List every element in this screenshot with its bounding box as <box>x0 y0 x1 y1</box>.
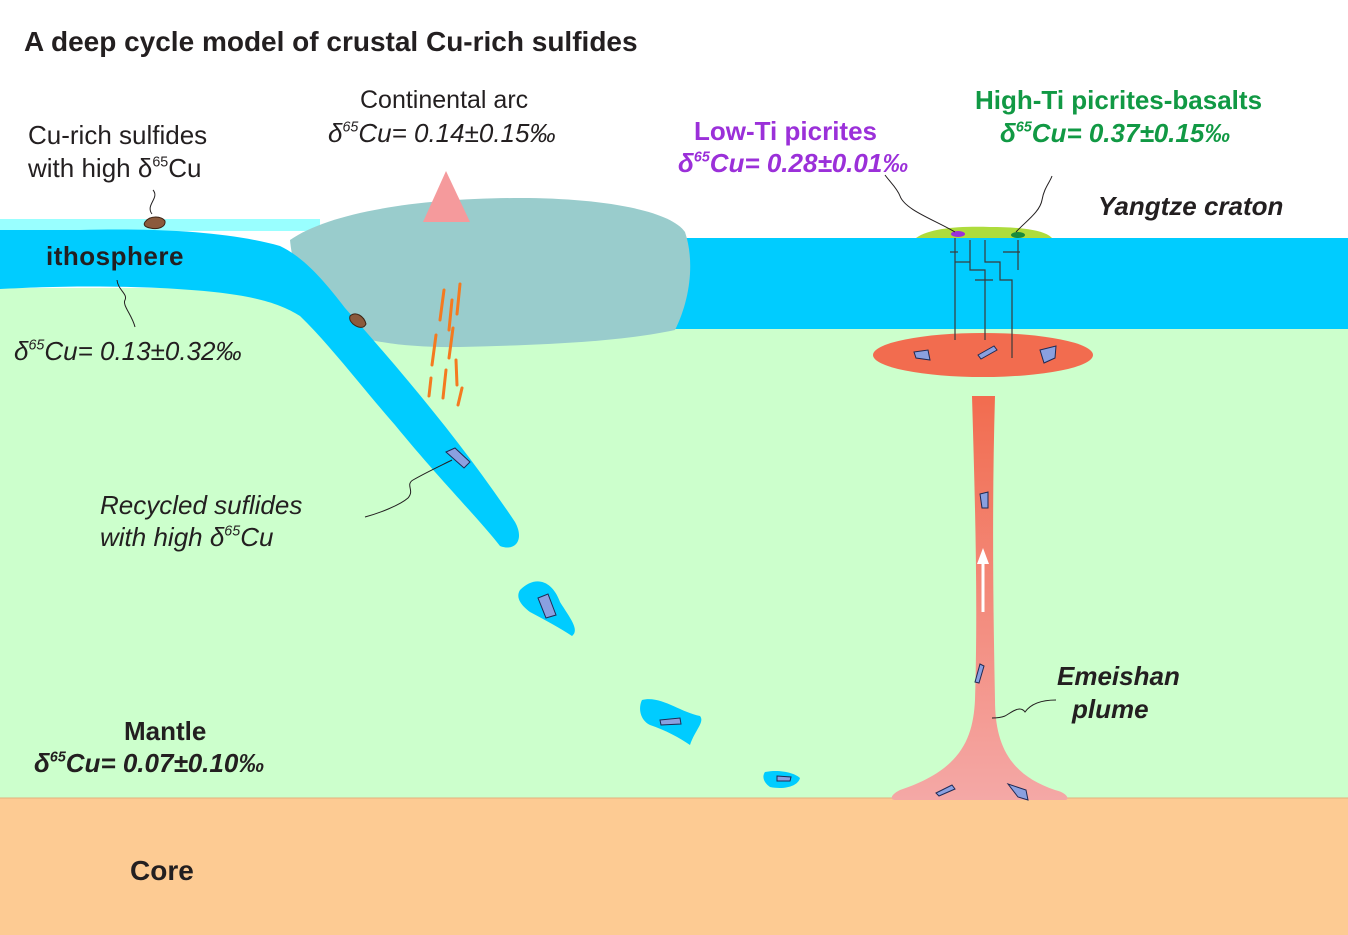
low-ti-eruption <box>951 231 965 237</box>
volcano <box>423 171 470 222</box>
craton-lithosphere <box>650 238 1348 329</box>
arc-crust <box>290 198 691 348</box>
continental-arc-value: δ65Cu= 0.14±0.15‰ <box>328 118 556 148</box>
plume-arrow <box>977 548 989 612</box>
cu-sulfide-blob-ocean <box>143 216 367 328</box>
core-label: Core <box>130 855 194 886</box>
lithosphere-value: δ65Cu= 0.13±0.32‰ <box>14 336 242 366</box>
emeishan-plume-label-2: plume <box>1072 694 1149 724</box>
low-ti-picrites-value: δ65Cu= 0.28±0.01‰ <box>678 148 909 178</box>
mantle-value: δ65Cu= 0.07±0.10‰ <box>34 748 265 778</box>
diagram-title: A deep cycle model of crustal Cu-rich su… <box>24 26 638 57</box>
sulfide-chips <box>445 345 1057 801</box>
basalt-cap <box>916 226 1052 238</box>
high-ti-eruption <box>1011 232 1025 238</box>
high-ti-picrites-label: High-Ti picrites-basalts <box>975 85 1263 115</box>
leader-lines <box>116 174 1057 719</box>
subducting-slab <box>0 229 520 548</box>
emeishan-plume <box>891 396 1068 800</box>
feeder-dikes <box>950 238 1020 358</box>
melt-streaks <box>427 282 464 407</box>
recycled-sulfides-label: Recycled suflides <box>100 490 303 520</box>
core-layer <box>0 798 1348 935</box>
cu-rich-sulfides-label: Cu-rich sulfides <box>28 120 208 150</box>
yangtze-craton-label: Yangtze craton <box>1098 191 1284 221</box>
cu-rich-sulfides-label-2: with high δ65Cu <box>28 153 202 183</box>
mantle-label: Mantle <box>124 716 207 746</box>
recycled-sulfides-label-2: with high δ65Cu <box>100 522 274 552</box>
lithosphere-label: ithosphere <box>46 241 184 271</box>
high-ti-picrites-value: δ65Cu= 0.37±0.15‰ <box>1000 118 1231 148</box>
emeishan-plume-label: Emeishan <box>1057 661 1180 691</box>
continental-arc-label: Continental arc <box>360 86 529 114</box>
low-ti-picrites-label: Low-Ti picrites <box>694 116 877 146</box>
